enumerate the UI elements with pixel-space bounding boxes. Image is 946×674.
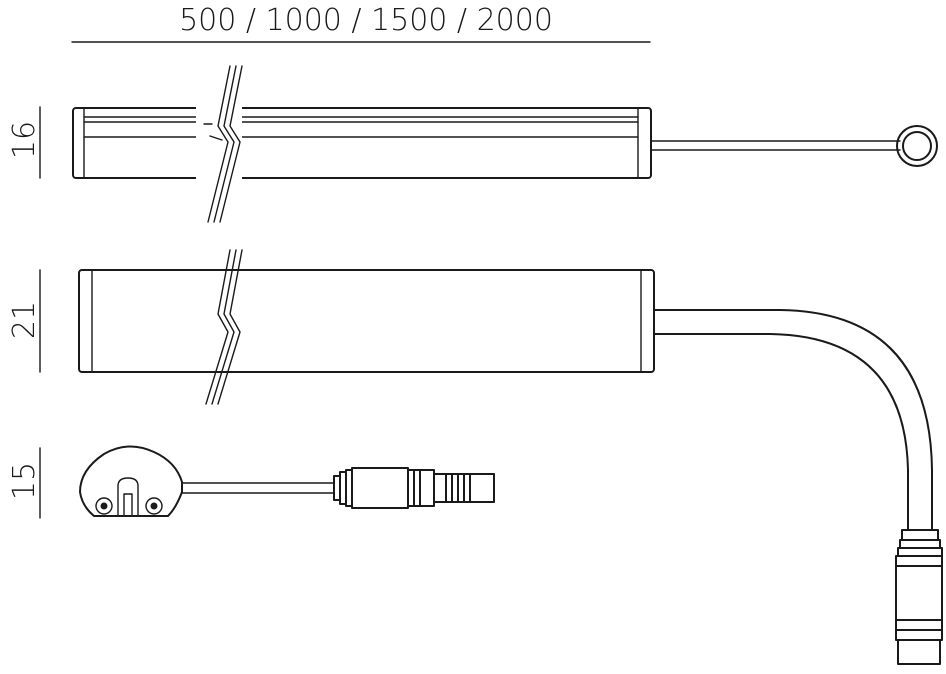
screw-left xyxy=(95,497,113,515)
round-connector xyxy=(896,125,938,167)
height-top-label: 16 xyxy=(7,121,42,159)
screw-right xyxy=(145,497,163,515)
middle-led-profile xyxy=(78,244,943,665)
height-bottom-label: 15 xyxy=(7,462,42,500)
top-led-profile xyxy=(72,60,938,230)
middle-profile-body xyxy=(78,269,655,373)
height-dimension-middle: 21 xyxy=(7,269,42,373)
height-dimension-top: 16 xyxy=(7,106,42,179)
height-middle-label: 21 xyxy=(7,301,42,339)
cable-plug xyxy=(895,529,943,665)
length-dimension: 500 / 1000 / 1500 / 2000 xyxy=(71,3,651,43)
length-label: 500 / 1000 / 1500 / 2000 xyxy=(179,3,553,38)
end-cap-body xyxy=(79,445,183,517)
height-dimension-bottom: 15 xyxy=(7,447,42,519)
jack-connector xyxy=(333,467,495,509)
top-profile-body xyxy=(72,107,652,179)
end-cap-assembly xyxy=(79,445,495,517)
